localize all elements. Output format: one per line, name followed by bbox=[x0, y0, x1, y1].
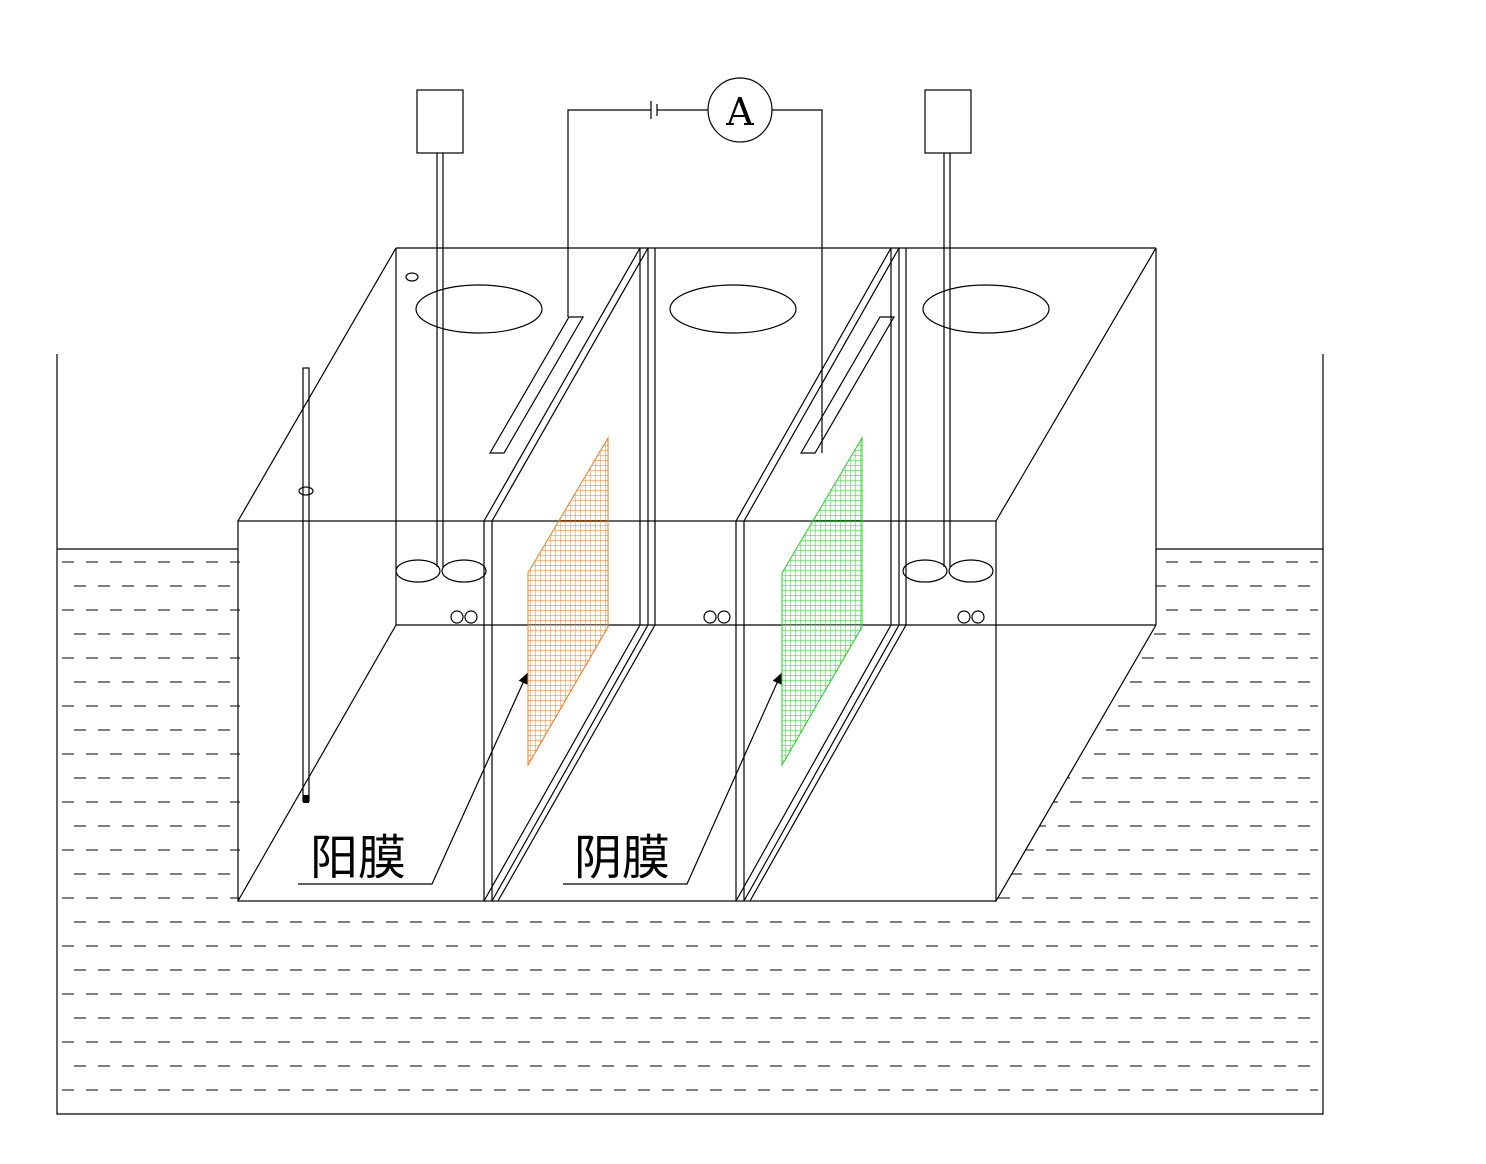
electrode-slot-left bbox=[488, 316, 585, 454]
electrodialysis-tank bbox=[237, 247, 1157, 902]
anion-membrane-label: 阳膜 bbox=[310, 830, 406, 886]
divider-wall-left bbox=[483, 247, 656, 902]
lid-opening-middle bbox=[669, 284, 797, 334]
label-cation-membrane: 阴膜 bbox=[563, 672, 782, 886]
stirrer-motor-icon bbox=[924, 89, 972, 154]
lid-opening-left bbox=[415, 284, 543, 334]
thermometer-icon bbox=[298, 367, 314, 803]
stirrer-left bbox=[395, 89, 487, 583]
cation-membrane-label: 阴膜 bbox=[574, 830, 670, 886]
lid-opening-right bbox=[922, 284, 1050, 334]
anion-membrane-mesh bbox=[527, 436, 609, 767]
stirrer-motor-icon bbox=[416, 89, 464, 154]
sampling-ports bbox=[450, 610, 985, 624]
stirrer-right bbox=[902, 89, 994, 583]
cation-membrane-mesh bbox=[781, 436, 863, 767]
electrode-slot-right bbox=[799, 316, 896, 454]
vent-hole bbox=[405, 272, 419, 282]
water-bath bbox=[56, 249, 1324, 1115]
lid-openings bbox=[405, 272, 1050, 334]
stirrer-paddle-icon bbox=[902, 559, 948, 583]
label-anion-membrane: 阳膜 bbox=[298, 672, 528, 886]
stirrer-paddle-icon bbox=[395, 559, 441, 583]
ammeter-label: A bbox=[725, 90, 754, 134]
external-circuit: A bbox=[567, 77, 823, 453]
